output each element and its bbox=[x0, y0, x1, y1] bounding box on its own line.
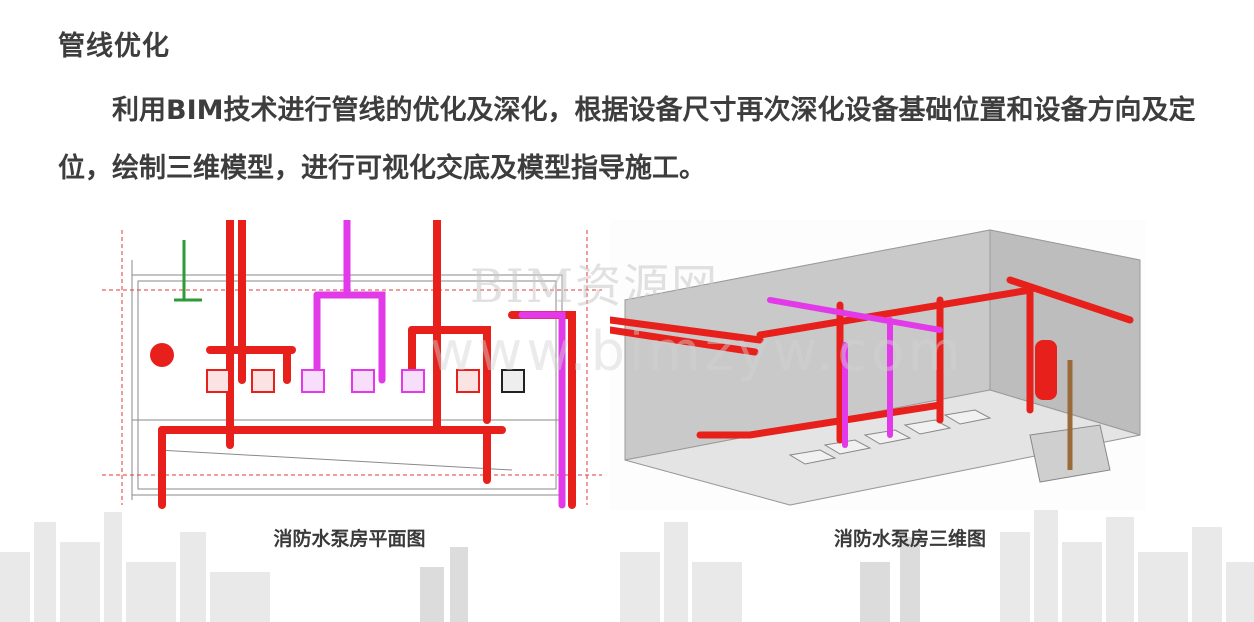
model-caption: 消防水泵房三维图 bbox=[833, 528, 986, 550]
description-paragraph: 利用BIM技术进行管线的优化及深化，根据设备尺寸再次深化设备基础位置和设备方向及… bbox=[58, 95, 1196, 184]
section-heading: 管线优化 bbox=[58, 31, 170, 62]
pump-room-3d-model bbox=[606, 220, 1146, 510]
watermark-url: www.bimzyw.com bbox=[430, 320, 965, 383]
city-skyline-background bbox=[0, 502, 1254, 622]
watermark-text: BIM资源网 bbox=[470, 259, 720, 313]
plan-caption: 消防水泵房平面图 bbox=[273, 528, 426, 550]
pump-room-plan-drawing bbox=[92, 216, 607, 510]
